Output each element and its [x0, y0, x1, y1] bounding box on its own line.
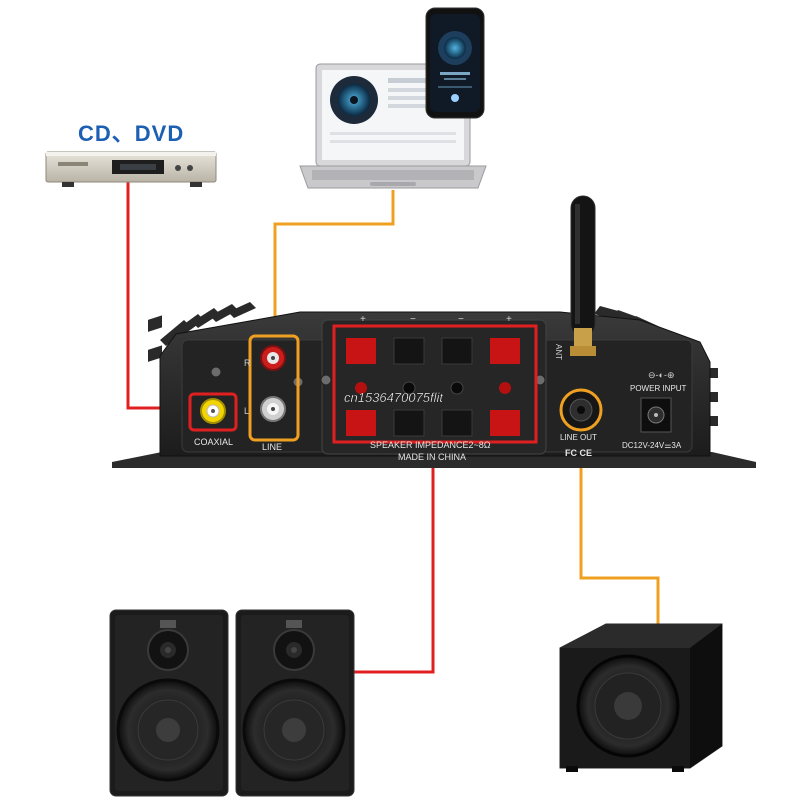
watermark-text: cn1536470075flit: [344, 390, 444, 405]
antenna: [570, 195, 596, 356]
cd-dvd-player: [45, 151, 217, 187]
terminal-sign-4: +: [506, 314, 512, 325]
power-input-label: POWER INPUT: [630, 384, 687, 393]
speaker-wire: [352, 452, 435, 674]
line-in-label: LINE: [262, 442, 282, 452]
speaker-left: [109, 609, 229, 797]
made-in-label: MADE IN CHINA: [398, 452, 466, 462]
line-in-channel-l: L: [244, 406, 249, 416]
terminal-sign-row: + − − +: [360, 314, 512, 325]
line-out-wire: [579, 412, 660, 624]
antenna-label: ANT: [554, 344, 563, 360]
speaker-right: [235, 609, 355, 797]
power-input: ⊖-◐-⊕: [640, 370, 675, 433]
line-in-wire: [273, 190, 395, 338]
line-in-jacks: [248, 334, 300, 442]
coaxial-label: COAXIAL: [194, 437, 233, 447]
smartphone-device: [425, 7, 485, 119]
terminal-sign-3: −: [458, 314, 464, 325]
subwoofer: [559, 623, 723, 772]
dc-polarity-symbol: ⊖-◐-⊕: [648, 370, 675, 380]
amplifier: COAXIAL R L LINE + − − +: [112, 195, 756, 468]
cd-dvd-label: CD、DVD: [78, 121, 185, 146]
coaxial-jack: [188, 392, 238, 432]
speaker-impedance-label: SPEAKER IMPEDANCE2~8Ω: [370, 440, 491, 450]
cert-marks: FC CE: [565, 448, 592, 458]
line-out-jack: [559, 388, 603, 432]
line-out-label: LINE OUT: [560, 433, 597, 442]
terminal-sign-2: −: [410, 314, 416, 325]
line-in-channel-r: R: [244, 358, 251, 368]
terminal-sign-1: +: [360, 314, 366, 325]
power-spec-label: DC12V-24V⚌3A: [622, 441, 682, 450]
speaker-terminals: + − − +: [332, 314, 538, 444]
bookshelf-speaker-pair: [109, 609, 355, 797]
